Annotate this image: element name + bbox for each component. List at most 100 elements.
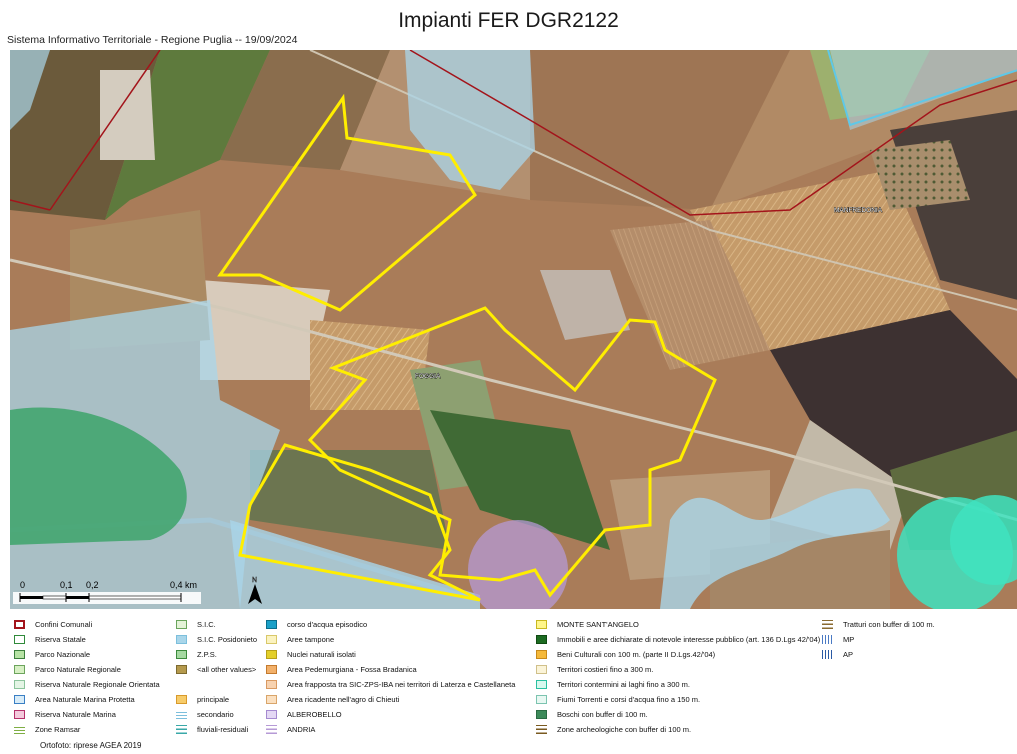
legend-item: Territori contermini ai laghi fino a 300… — [536, 678, 690, 690]
map-canvas[interactable]: MANFREDONIA FOGGIA — [10, 50, 1017, 609]
municipal-border — [10, 199, 51, 211]
legend-swatch — [176, 619, 187, 629]
map-label-manfredonia: MANFREDONIA — [834, 207, 883, 214]
legend-item: Fiumi Torrenti e corsi d'acqua fino a 15… — [536, 693, 700, 705]
legend-item: Immobili e aree dichiarate di notevole i… — [536, 633, 820, 645]
field — [220, 50, 390, 170]
legend-swatch — [266, 619, 277, 629]
legend-item: secondario — [176, 708, 234, 720]
legend-swatch — [536, 634, 547, 644]
legend-label: Fiumi Torrenti e corsi d'acqua fino a 15… — [557, 694, 701, 704]
field — [770, 310, 1017, 490]
site-outline-south[interactable] — [238, 443, 481, 602]
legend-item: Area ricadente nell'agro di Chieuti — [266, 693, 399, 705]
legend-item: Riserva Naturale Regionale Orientata — [14, 678, 160, 690]
legend-item: ALBEROBELLO — [266, 708, 342, 720]
legend-item: Riserva Statale — [14, 633, 86, 645]
legend-swatch — [14, 649, 25, 659]
legend-label: Zone archeologiche con buffer di 100 m. — [557, 724, 692, 734]
legend-item: Riserva Naturale Marina — [14, 708, 116, 720]
field — [200, 280, 330, 380]
sic-area — [10, 407, 187, 545]
water-buffer-north — [405, 50, 535, 190]
legend-label: Nuclei naturali isolati — [287, 649, 356, 659]
legend-label: <all other values> — [197, 664, 257, 674]
legend-item: Confini Comunali — [14, 618, 92, 630]
north-label: N — [252, 577, 257, 584]
legend-item: Parco Naturale Regionale — [14, 663, 121, 675]
legend-item: MONTE SANT'ANGELO — [536, 618, 639, 630]
legend-swatch — [266, 709, 277, 719]
legend-swatch — [822, 649, 833, 659]
legend-swatch — [536, 664, 547, 674]
legend-label: Area Naturale Marina Protetta — [35, 694, 135, 704]
map-title: Impianti FER DGR2122 — [398, 9, 619, 32]
municipal-border — [49, 50, 161, 211]
legend-label: ANDRIA — [287, 724, 316, 734]
legend-item: Area Pedemurgiana - Fossa Bradanica — [266, 663, 417, 675]
turquoise-area — [950, 495, 1017, 585]
legend-label: Riserva Statale — [35, 634, 86, 644]
legend-item: fluviali-residuali — [176, 723, 248, 735]
legend-swatch — [14, 619, 25, 629]
legend-label: corso d'acqua episodico — [287, 619, 368, 629]
map-label-foggia: FOGGIA — [415, 373, 441, 380]
legend-label: Immobili e aree dichiarate di notevole i… — [557, 634, 821, 644]
water-buffer-east — [660, 488, 890, 609]
legend-swatch — [536, 679, 547, 689]
legend-label: Territori costieri fino a 300 m. — [557, 664, 654, 674]
site-outline-north[interactable] — [217, 93, 477, 312]
legend-item: Aree tampone — [266, 633, 334, 645]
legend-item: Z.P.S. — [176, 648, 217, 660]
scale-tick-label: 0,4 km — [170, 580, 198, 590]
legend-item: <all other values> — [176, 663, 256, 675]
legend-label: secondario — [197, 709, 234, 719]
scale-bar-graphic — [13, 592, 201, 604]
legend-item: Boschi con buffer di 100 m. — [536, 708, 648, 720]
legend-swatch — [176, 649, 187, 659]
legend-swatch — [266, 649, 277, 659]
legend-swatch — [266, 679, 277, 689]
legend-label: Boschi con buffer di 100 m. — [557, 709, 648, 719]
legend-label: fluviali-residuali — [197, 724, 249, 734]
legend-swatch — [14, 634, 25, 644]
field — [690, 170, 950, 350]
canal-line — [827, 50, 1017, 127]
legend-label: Parco Naturale Regionale — [35, 664, 121, 674]
legend-label: Beni Culturali con 100 m. (parte II D.Lg… — [557, 649, 716, 659]
water-buffer-corner — [10, 50, 50, 130]
legend-label: Confini Comunali — [35, 619, 93, 629]
legend-label: Territori contermini ai laghi fino a 300… — [557, 679, 690, 689]
road — [10, 258, 1017, 522]
field — [530, 50, 790, 210]
legend-item: Area Naturale Marina Protetta — [14, 693, 135, 705]
legend-label: Z.P.S. — [197, 649, 217, 659]
legend-label: Tratturi con buffer di 100 m. — [843, 619, 935, 629]
municipal-border — [409, 50, 1017, 216]
legend-item: corso d'acqua episodico — [266, 618, 367, 630]
legend-label: Riserva Naturale Regionale Orientata — [35, 679, 160, 689]
legend-item: MP — [822, 633, 854, 645]
legend-item: Area frapposta tra SIC-ZPS-IBA nei terri… — [266, 678, 515, 690]
map-view[interactable]: MANFREDONIA FOGGIA — [10, 50, 1017, 609]
legend-item: Territori costieri fino a 300 m. — [536, 663, 653, 675]
legend-label: Area ricadente nell'agro di Chieuti — [287, 694, 400, 704]
legend-swatch — [822, 634, 833, 644]
legend-item: Beni Culturali con 100 m. (parte II D.Lg… — [536, 648, 715, 660]
site-outline-central[interactable] — [307, 306, 717, 598]
legend-label: AP — [843, 649, 854, 659]
legend-swatch — [536, 724, 547, 734]
legend-swatch — [536, 619, 547, 629]
legend-swatch — [14, 679, 25, 689]
legend-swatch — [14, 709, 25, 719]
water-buffer-ne — [830, 50, 1017, 130]
legend-swatch — [176, 664, 187, 674]
legend-swatch — [14, 724, 25, 734]
legend-item: S.I.C. Posidonieto — [176, 633, 257, 645]
field — [540, 270, 630, 340]
legend-swatch — [266, 694, 277, 704]
legend-item: Nuclei naturali isolati — [266, 648, 356, 660]
legend-item: ANDRIA — [266, 723, 315, 735]
legend: Confini Comunali Riserva Statale Parco N… — [0, 613, 1017, 754]
legend-label: ALBEROBELLO — [287, 709, 342, 719]
